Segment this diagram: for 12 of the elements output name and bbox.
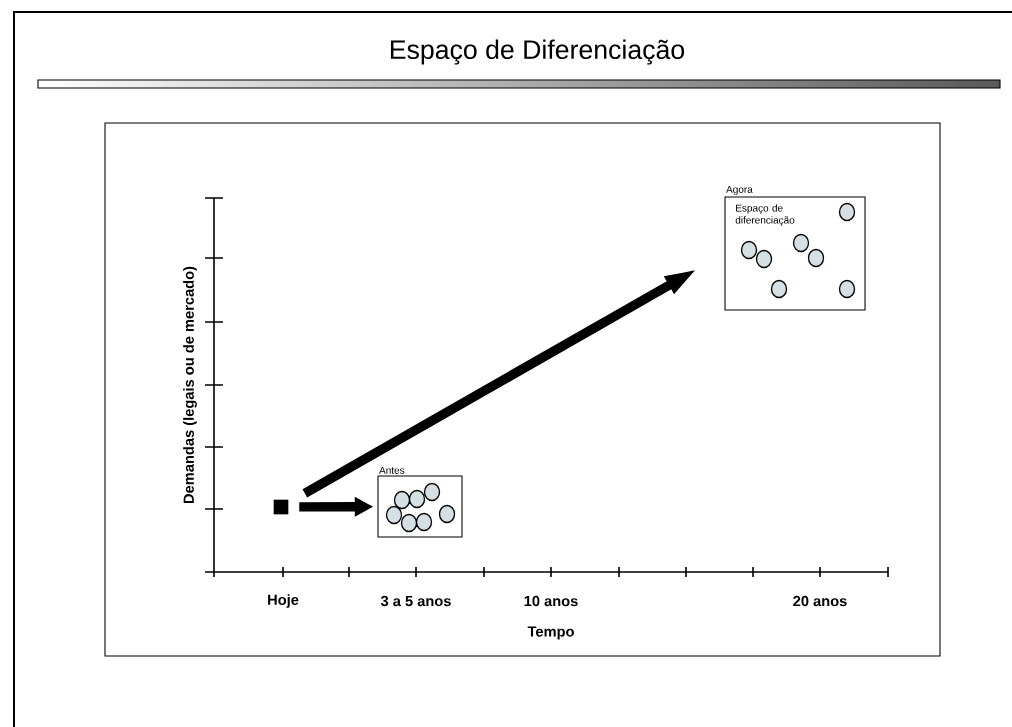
node-label: Agora xyxy=(726,185,753,195)
box-text: Espaço de diferenciação xyxy=(735,204,795,226)
node-label: Antes xyxy=(379,466,405,474)
tick-label: 3 a 5 anos xyxy=(380,595,451,607)
tick-label: 20 anos xyxy=(793,595,847,607)
axis-title: Tempo xyxy=(527,626,574,640)
axis-title: Demandas (legais ou de mercado) xyxy=(183,266,197,503)
tick-label: Hoje xyxy=(268,594,299,608)
tick-label: 10 anos xyxy=(524,595,578,607)
group-box: Antes xyxy=(377,466,463,538)
square-marker xyxy=(273,499,289,515)
title: Espaço de Diferenciação xyxy=(390,39,685,65)
